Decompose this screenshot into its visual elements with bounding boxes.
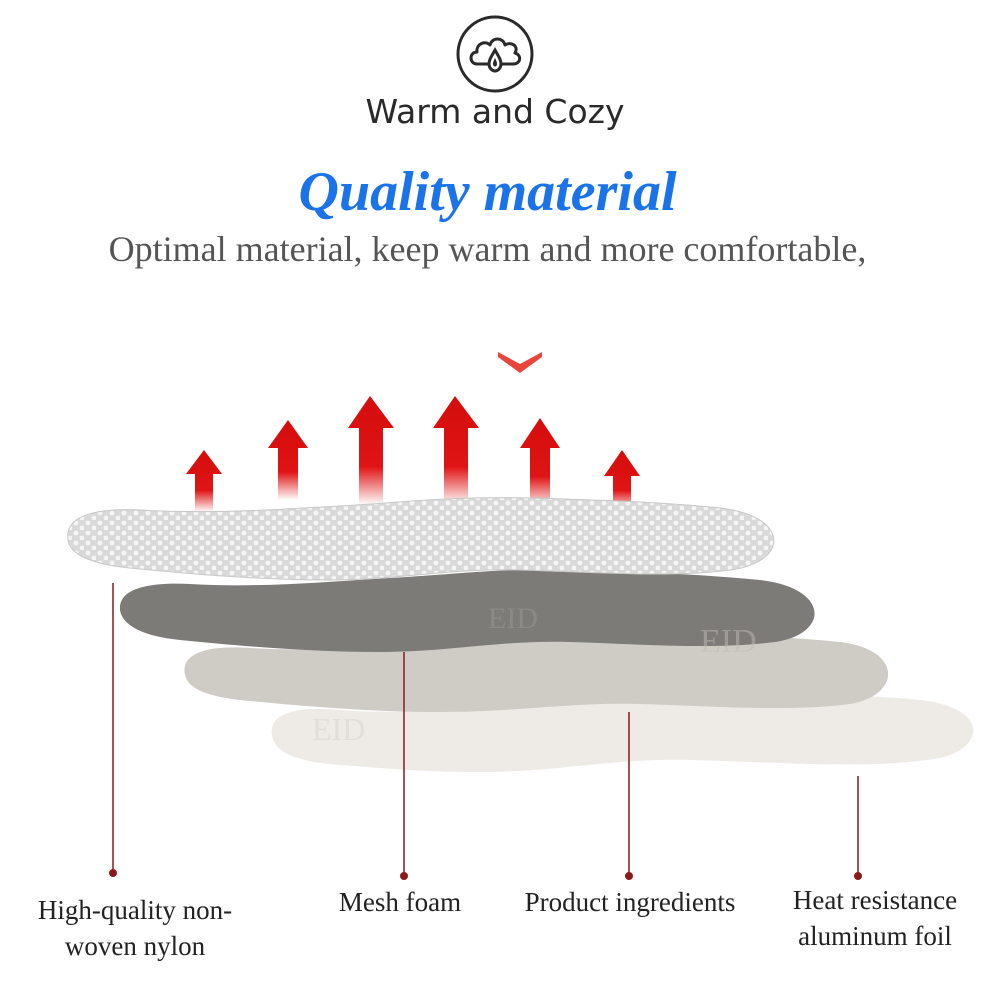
heat-up-arrow-icon: [268, 420, 308, 500]
layer-label-mesh-foam: Mesh foam: [320, 884, 480, 920]
layer-label-ingredients: Product ingredients: [500, 884, 760, 920]
label-line: Product ingredients: [524, 887, 736, 917]
watermark: EID: [312, 711, 365, 747]
chevron-down-icon: [498, 352, 542, 373]
cloud-drop-icon: [455, 14, 535, 94]
heat-up-arrow-icon: [520, 418, 560, 508]
label-line: High-quality non-: [37, 895, 233, 925]
insole-layer-1: [67, 497, 775, 581]
watermark: EID: [488, 602, 538, 635]
label-line: Heat resistance: [792, 885, 958, 915]
label-line: woven nylon: [64, 931, 206, 961]
label-line: aluminum foil: [798, 921, 952, 951]
page-title: Quality material: [298, 161, 677, 223]
leader-dot: [109, 869, 862, 880]
leader-line: [112, 583, 859, 873]
insole-layer-2: [119, 569, 815, 652]
heat-up-arrow-icon: [604, 450, 640, 512]
badge-text: Warm and Cozy: [365, 92, 625, 131]
layer-label-aluminum-foil: Heat resistance aluminum foil: [770, 882, 980, 954]
insole-layers-illustration: EID EID EID: [67, 352, 974, 880]
label-line: Mesh foam: [338, 887, 462, 917]
watermark: EID: [700, 623, 757, 660]
layer-label-nylon: High-quality non- woven nylon: [10, 892, 260, 964]
heat-up-arrow-icon: [433, 396, 479, 505]
heat-up-arrow-icon: [186, 450, 222, 512]
page-subtitle: Optimal material, keep warm and more com…: [108, 229, 867, 269]
heat-up-arrow-icon: [348, 396, 394, 505]
